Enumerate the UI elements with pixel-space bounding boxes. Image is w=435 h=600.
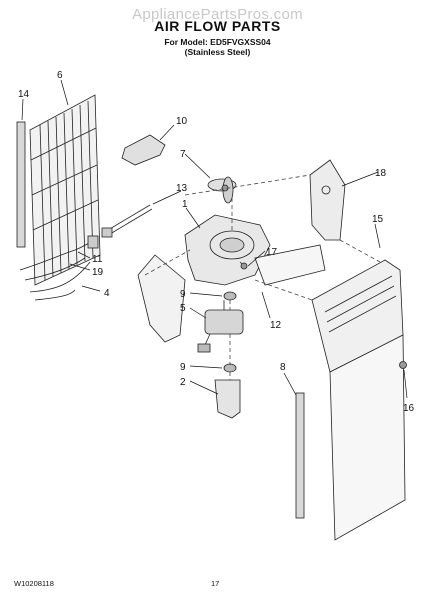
callout-17: 17 [266, 247, 278, 258]
callout-1: 1 [182, 199, 188, 210]
fan-housing-part [184, 214, 271, 286]
page-number: 17 [211, 579, 220, 588]
fan-blade-part [207, 176, 237, 204]
gasket-strip-left-part [16, 121, 26, 248]
callout-10: 10 [176, 116, 188, 127]
bracket-part [121, 134, 166, 166]
air-duct-part [254, 244, 326, 286]
mullion-panel-part [137, 254, 186, 343]
model-line: For Model: ED5FVGXSS04 [164, 37, 271, 47]
air-tower-cover-part [311, 259, 406, 541]
callout-7: 7 [180, 149, 186, 160]
screw-upper-part [239, 261, 248, 270]
page-title: AIR FLOW PARTS [154, 18, 281, 34]
grommet-upper-part [223, 291, 237, 301]
callout-14: 14 [18, 89, 30, 100]
screw-lower-part [399, 361, 407, 369]
motor-bracket-part [214, 379, 241, 419]
callout-6: 5 [180, 303, 186, 314]
callout-2: 2 [180, 377, 186, 388]
callout-12: 12 [270, 320, 282, 331]
callout-4: 4 [104, 288, 110, 299]
grommet-lower-part [223, 363, 237, 373]
fan-motor-part [197, 300, 244, 353]
callout-19: 19 [92, 267, 104, 278]
doc-number: W10208118 [14, 579, 54, 588]
callout-5: 6 [57, 70, 63, 81]
callout-11: 11 [92, 254, 103, 265]
wire-harness-part [19, 239, 96, 301]
callout-9-lower: 9 [180, 362, 186, 373]
finish-line: (Stainless Steel) [184, 47, 251, 57]
watermark: AppliancePartsPros.com [132, 6, 303, 23]
damper-housing-part [309, 159, 346, 241]
callout-13: 13 [176, 183, 188, 194]
gasket-strip-right-part [295, 392, 305, 519]
bolt-part [101, 204, 153, 238]
callout-8: 8 [280, 362, 286, 373]
evaporator-grille-part [29, 94, 101, 286]
callout-16: 16 [403, 403, 415, 414]
callout-18: 18 [375, 168, 387, 179]
callout-15: 15 [372, 214, 384, 225]
callout-9-upper: 9 [180, 289, 186, 300]
